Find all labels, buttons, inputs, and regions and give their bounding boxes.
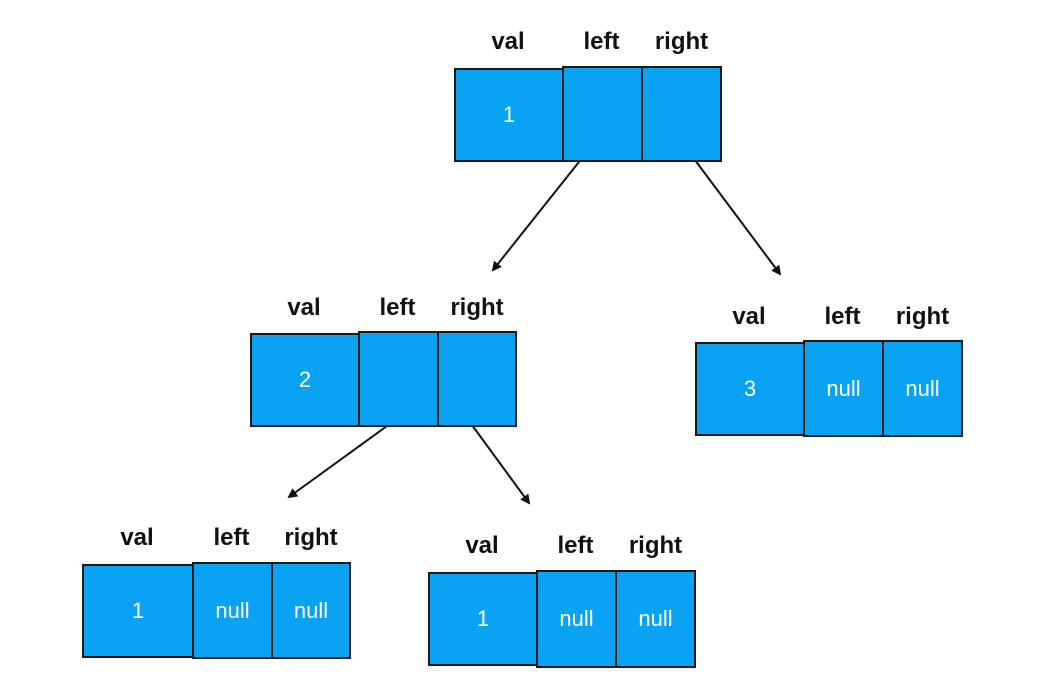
- right-header: right: [628, 532, 683, 559]
- val-header: val: [287, 294, 321, 321]
- val-cell: 2: [250, 333, 360, 427]
- left-header: left: [583, 28, 620, 55]
- right-header: right: [895, 303, 950, 330]
- right-header: right: [450, 294, 504, 321]
- val-cell: 1: [82, 564, 194, 658]
- left-header: left: [379, 294, 416, 321]
- val-header: val: [491, 28, 525, 55]
- left-pointer-cell: [358, 331, 439, 427]
- right-pointer-cell: null: [882, 340, 963, 437]
- right-pointer-cell: [641, 66, 722, 162]
- left-header: left: [557, 532, 594, 559]
- left-pointer-cell: null: [803, 340, 884, 437]
- left-header: left: [824, 303, 861, 330]
- tree-node-2-left-child: val left right 1 null null: [82, 524, 351, 659]
- tree-node-2-right-child: val left right 1 null null: [428, 532, 696, 668]
- val-header: val: [732, 303, 766, 330]
- val-header: val: [465, 532, 499, 559]
- val-cell: 1: [454, 68, 564, 162]
- tree-node-2: val left right 2: [250, 294, 517, 428]
- right-pointer-cell: null: [615, 570, 696, 668]
- right-pointer-cell: [437, 331, 517, 427]
- right-pointer-cell: null: [271, 562, 351, 659]
- left-pointer-cell: null: [536, 570, 617, 668]
- val-cell: 3: [695, 342, 805, 436]
- right-header: right: [654, 28, 709, 55]
- tree-node-root: val left right 1: [454, 28, 722, 162]
- right-header: right: [284, 524, 338, 551]
- val-header: val: [120, 524, 154, 551]
- tree-node-3: val left right 3 null null: [695, 303, 963, 437]
- left-pointer-cell: [562, 66, 643, 162]
- left-pointer-cell: null: [192, 562, 273, 659]
- val-cell: 1: [428, 572, 538, 666]
- left-header: left: [213, 524, 250, 551]
- edge-node-2-to-left-child: [287, 417, 399, 499]
